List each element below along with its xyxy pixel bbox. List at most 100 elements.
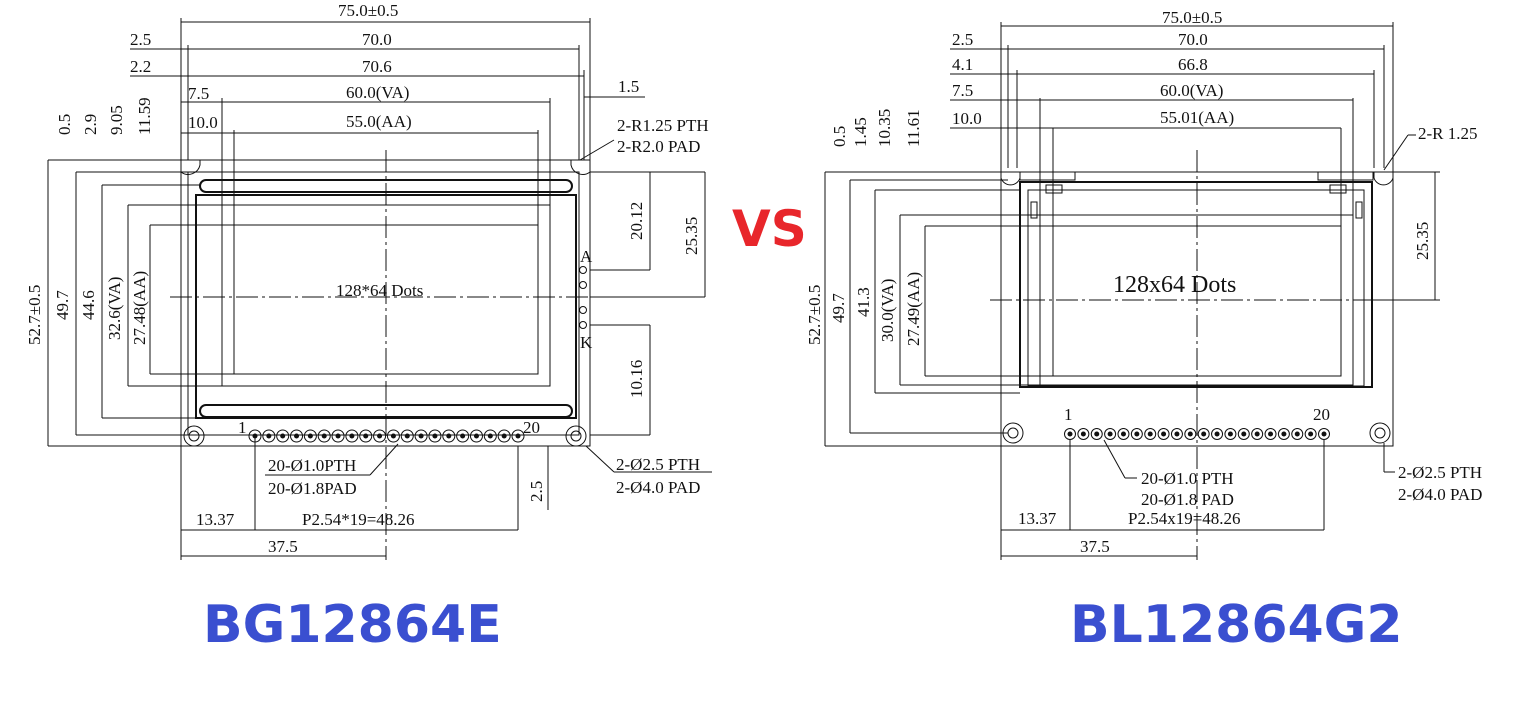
left-offset-10: 10.0 [188, 113, 218, 132]
right-dim-aa-width: 55.01(AA) [1160, 108, 1234, 127]
left-pin-a-label: A [580, 247, 593, 266]
left-mount-hole-right [565, 425, 587, 447]
left-vdim-29: 2.9 [81, 114, 100, 135]
left-vdim-905: 9.05 [107, 105, 126, 135]
left-model-name: BG12864E [203, 595, 502, 655]
left-pin-hole [294, 433, 300, 439]
left-pin-hole [363, 433, 369, 439]
left-pin-hole [307, 433, 313, 439]
left-dim-2535: 25.35 [682, 217, 701, 255]
left-pin-hole [487, 433, 493, 439]
right-pin-row [1064, 428, 1330, 440]
left-offset-75: 7.5 [188, 84, 209, 103]
right-offset-25: 2.5 [952, 30, 973, 49]
left-dim-aa-height: 27.48(AA) [130, 271, 149, 345]
right-dots-label: 128x64 Dots [1113, 272, 1236, 298]
left-drawing: 75.0±0.5 70.0 70.6 60.0(VA) 55.0(AA) 2.5… [25, 1, 712, 560]
left-pin-pad [262, 429, 276, 443]
right-dim-overall-width: 75.0±0.5 [1162, 8, 1222, 27]
left-pin-row [248, 429, 525, 443]
left-dim-2012: 20.12 [627, 202, 646, 240]
right-pitch-note: P2.54x19=48.26 [1128, 509, 1241, 528]
right-pin-pad [1291, 428, 1304, 440]
left-pin-hole [349, 433, 355, 439]
left-pin-pad [483, 429, 497, 443]
right-pin-pad [1157, 428, 1170, 440]
left-pin-pad [511, 429, 525, 443]
right-pin-hole [1161, 431, 1167, 437]
left-pin-hole [377, 433, 383, 439]
right-pin-pad [1144, 428, 1157, 440]
right-pin-hole [1241, 431, 1247, 437]
right-pin-hole [1227, 431, 1233, 437]
right-model-name: BL12864G2 [1070, 595, 1403, 655]
right-pin-hole [1120, 431, 1126, 437]
right-pin-hole [1281, 431, 1287, 437]
right-pin-pad [1264, 428, 1277, 440]
left-dim-height-446: 44.6 [79, 290, 98, 320]
left-pin-hole [335, 433, 341, 439]
right-pin-hole [1201, 431, 1207, 437]
left-pin-pad [400, 429, 414, 443]
right-pin-pad [1170, 428, 1183, 440]
right-pin-pad [1064, 428, 1076, 440]
left-dim-va-width: 60.0(VA) [346, 83, 409, 102]
left-pin-pth-note: 20-Ø1.0PTH [268, 456, 356, 475]
right-dim-height-413: 41.3 [854, 287, 873, 317]
left-dots-label: 128*64 Dots [336, 281, 423, 300]
right-mount-pth: 2-Ø2.5 PTH [1398, 463, 1482, 482]
right-drawing: 75.0±0.5 70.0 66.8 60.0(VA) 55.01(AA) 2.… [805, 8, 1482, 560]
right-pin-hole [1321, 431, 1327, 437]
right-pin-pad [1251, 428, 1264, 440]
left-pin-pad [497, 429, 511, 443]
right-mount-hole-left [1002, 422, 1024, 444]
left-pin-pad [290, 429, 304, 443]
left-pin-hole [446, 433, 452, 439]
left-pin-hole [390, 433, 396, 439]
right-dim-height: 52.7±0.5 [805, 285, 824, 345]
vs-label: VS [732, 200, 807, 258]
right-pin-hole [1107, 431, 1113, 437]
left-dim-pitch: P2.54*19=48.26 [302, 510, 415, 529]
right-pin-hole [1294, 431, 1300, 437]
right-pin-hole [1147, 431, 1153, 437]
right-dim-va-height: 30.0(VA) [878, 279, 897, 342]
right-pin-first: 1 [1064, 405, 1073, 424]
right-pin-hole [1268, 431, 1274, 437]
left-mount-pad: 2-Ø4.0 PAD [616, 478, 700, 497]
left-pin-hole [280, 433, 286, 439]
left-dim-va-height: 32.6(VA) [105, 277, 124, 340]
right-vdim-1161: 11.61 [904, 109, 923, 147]
right-offset-75: 7.5 [952, 81, 973, 100]
right-vdim-1035: 10.35 [875, 109, 894, 147]
right-offset-41: 4.1 [952, 55, 973, 74]
right-pin-hole [1094, 431, 1100, 437]
right-mount-pad: 2-Ø4.0 PAD [1398, 485, 1482, 504]
left-dim-25-bottom: 2.5 [527, 481, 546, 502]
right-pin-hole [1080, 431, 1086, 437]
right-pin-pad [1197, 428, 1210, 440]
left-vdim-1159: 11.59 [135, 97, 154, 135]
left-dim-width-70: 70.0 [362, 30, 392, 49]
right-vdim-05: 0.5 [830, 126, 849, 147]
left-pin-pad [386, 429, 400, 443]
left-pin-hole [321, 433, 327, 439]
right-pin-hole [1214, 431, 1220, 437]
right-dim-width-70: 70.0 [1178, 30, 1208, 49]
right-pin-pad [1237, 428, 1250, 440]
right-dim-width-668: 66.8 [1178, 55, 1208, 74]
right-offset-10: 10.0 [952, 109, 982, 128]
left-dim-width-706: 70.6 [362, 57, 392, 76]
right-dim-2535: 25.35 [1413, 222, 1432, 260]
left-pin-pad [331, 429, 345, 443]
right-pin-pad-note: 20-Ø1.8 PAD [1141, 490, 1234, 509]
right-dim-height-497: 49.7 [829, 293, 848, 323]
left-pin-pad [303, 429, 317, 443]
left-dim-aa-width: 55.0(AA) [346, 112, 412, 131]
left-offset-22: 2.2 [130, 57, 151, 76]
left-pin-pad [276, 429, 290, 443]
left-pin-pad-note: 20-Ø1.8PAD [268, 479, 357, 498]
left-pin-pad [317, 429, 331, 443]
left-mount-pth: 2-Ø2.5 PTH [616, 455, 700, 474]
